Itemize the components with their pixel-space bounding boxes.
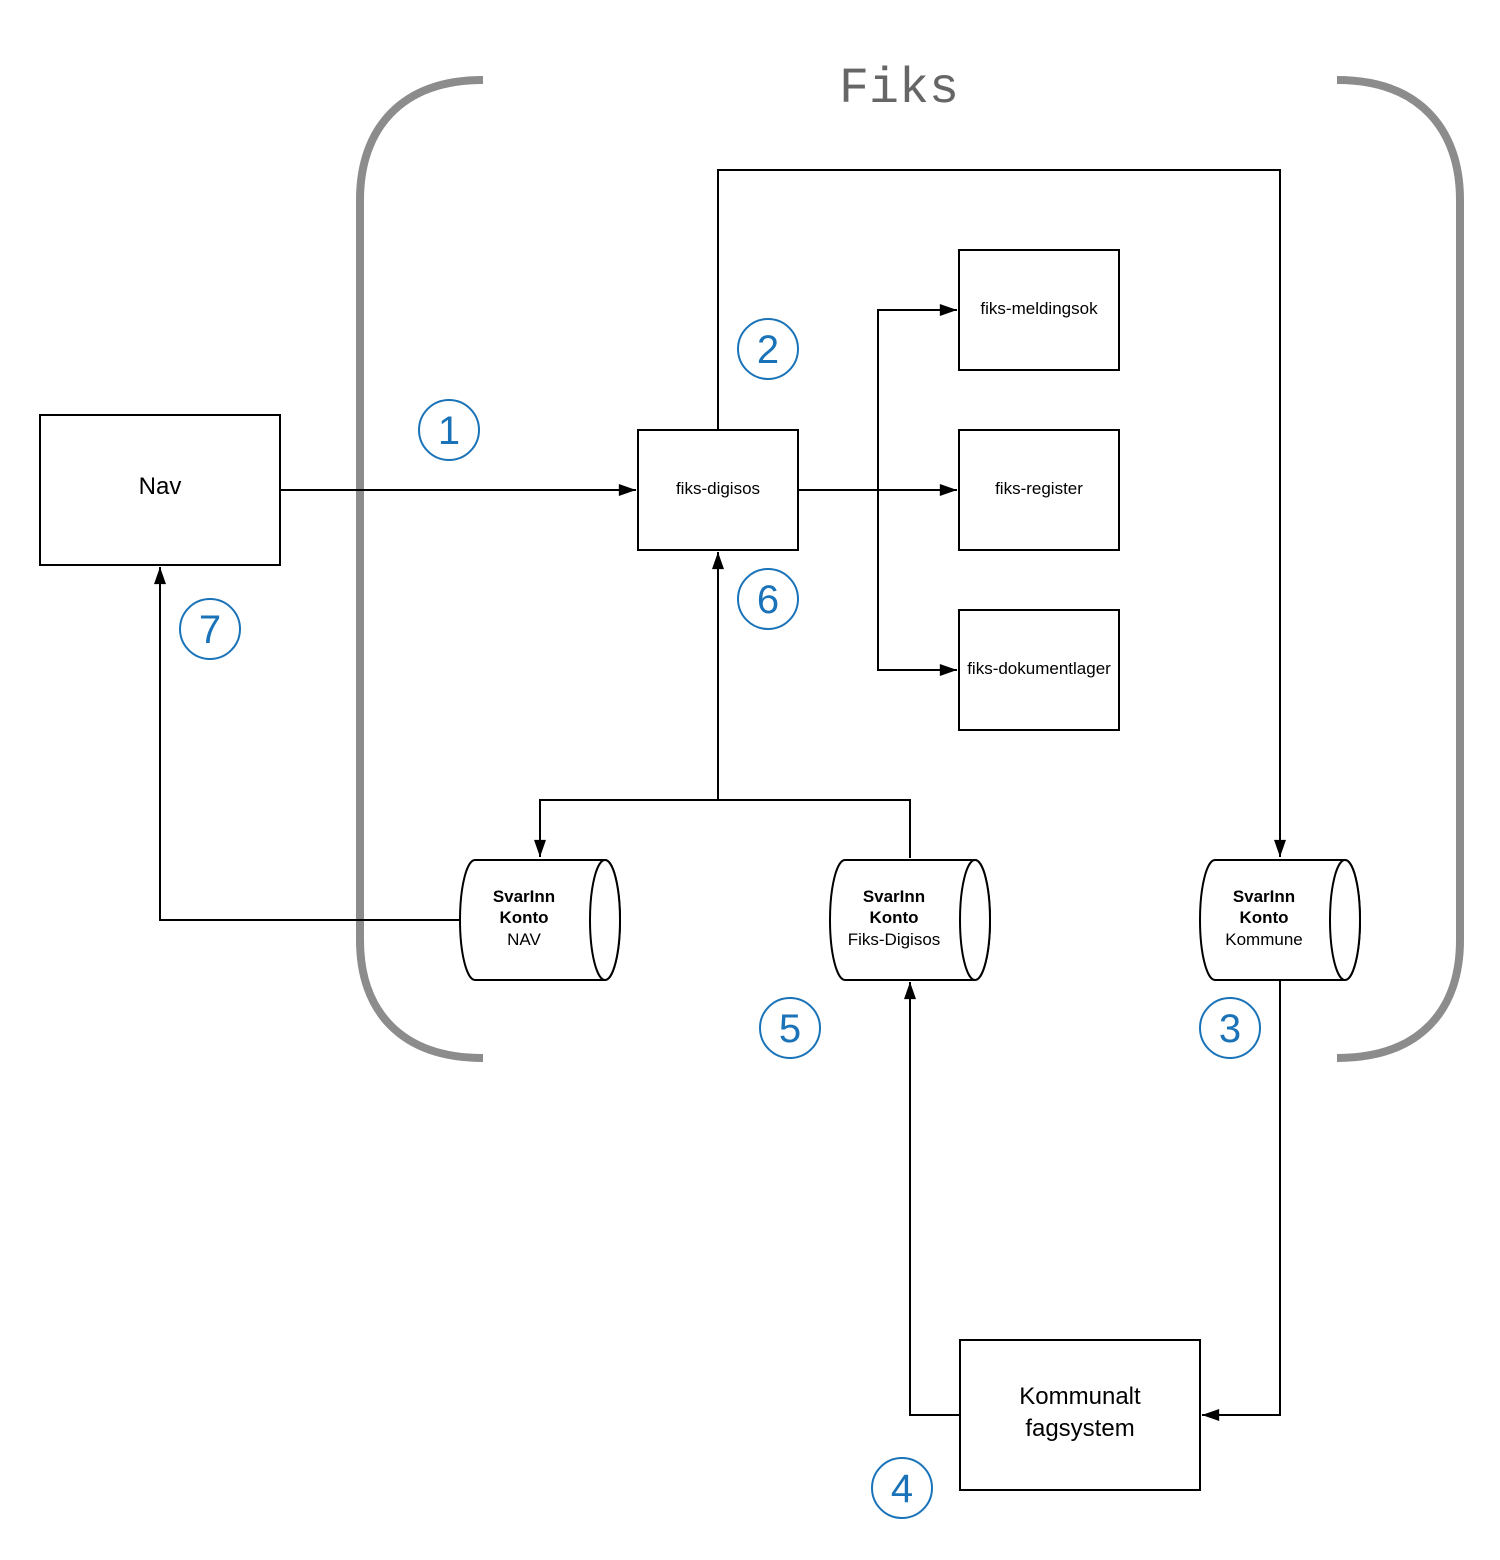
- account-kommune-line1: SvarInn: [1233, 887, 1295, 906]
- step-1-number: 1: [438, 409, 460, 453]
- fiks-title: Fiks: [839, 61, 959, 118]
- edge-to-nav-account: [534, 799, 718, 857]
- step-2-marker: 2: [737, 318, 799, 380]
- fiks-register-node[interactable]: fiks-register: [958, 429, 1120, 551]
- fiks-register-label: fiks-register: [995, 479, 1083, 498]
- edge-digisos-account-to-digisos: [712, 552, 911, 858]
- step-7-number: 7: [199, 608, 221, 652]
- step-1-marker: 1: [418, 399, 480, 461]
- fiks-digisos-node[interactable]: fiks-digisos: [637, 429, 799, 551]
- fiks-meldingsok-node[interactable]: fiks-meldingsok: [958, 249, 1120, 371]
- kommunalt-label-line1: Kommunalt: [1019, 1383, 1141, 1410]
- edge-nav-account-to-nav: [154, 567, 460, 921]
- svarinn-account-fiks-digisos[interactable]: SvarInn Konto Fiks-Digisos: [829, 859, 991, 981]
- fiks-boundary-left-bracket: [356, 76, 484, 1062]
- kommunalt-label-line2: fagsystem: [1025, 1415, 1134, 1442]
- edge-digisos-to-kommune-account: [717, 169, 1286, 857]
- fiks-meldingsok-label: fiks-meldingsok: [980, 299, 1098, 318]
- step-2-number: 2: [757, 328, 779, 372]
- step-3-number: 3: [1219, 1007, 1241, 1051]
- account-digisos-line3: Fiks-Digisos: [848, 930, 941, 949]
- nav-node[interactable]: Nav: [39, 414, 281, 566]
- svarinn-account-nav[interactable]: SvarInn Konto NAV: [459, 859, 621, 981]
- step-5-marker: 5: [759, 997, 821, 1059]
- kommunalt-fagsystem-node[interactable]: Kommunalt fagsystem: [959, 1339, 1201, 1491]
- svarinn-account-kommune[interactable]: SvarInn Konto Kommune: [1199, 859, 1361, 981]
- step-6-number: 6: [757, 578, 779, 622]
- fiks-dokumentlager-label: fiks-dokumentlager: [967, 659, 1111, 678]
- step-3-marker: 3: [1199, 997, 1261, 1059]
- edge-digisos-to-dokumentlager: [877, 490, 957, 676]
- step-5-number: 5: [779, 1007, 801, 1051]
- fiks-digisos-label: fiks-digisos: [676, 479, 760, 498]
- fiks-boundary-right-bracket: [1336, 76, 1464, 1062]
- step-6-marker: 6: [737, 568, 799, 630]
- account-nav-line1: SvarInn: [493, 887, 555, 906]
- step-4-marker: 4: [871, 1457, 933, 1519]
- fiks-dokumentlager-node[interactable]: fiks-dokumentlager: [958, 609, 1120, 731]
- step-7-marker: 7: [179, 598, 241, 660]
- account-nav-line3: NAV: [507, 930, 541, 949]
- account-digisos-line2: Konto: [869, 908, 918, 927]
- account-kommune-line3: Kommune: [1225, 930, 1302, 949]
- edge-kommune-account-to-kommunalt: [1202, 980, 1281, 1421]
- edge-kommunalt-to-digisos-account: [904, 982, 960, 1416]
- account-digisos-line1: SvarInn: [863, 887, 925, 906]
- edge-digisos-to-meldingsok: [877, 304, 957, 490]
- account-nav-line2: Konto: [499, 908, 548, 927]
- account-kommune-line2: Konto: [1239, 908, 1288, 927]
- nav-label: Nav: [139, 473, 182, 500]
- step-4-number: 4: [891, 1467, 913, 1511]
